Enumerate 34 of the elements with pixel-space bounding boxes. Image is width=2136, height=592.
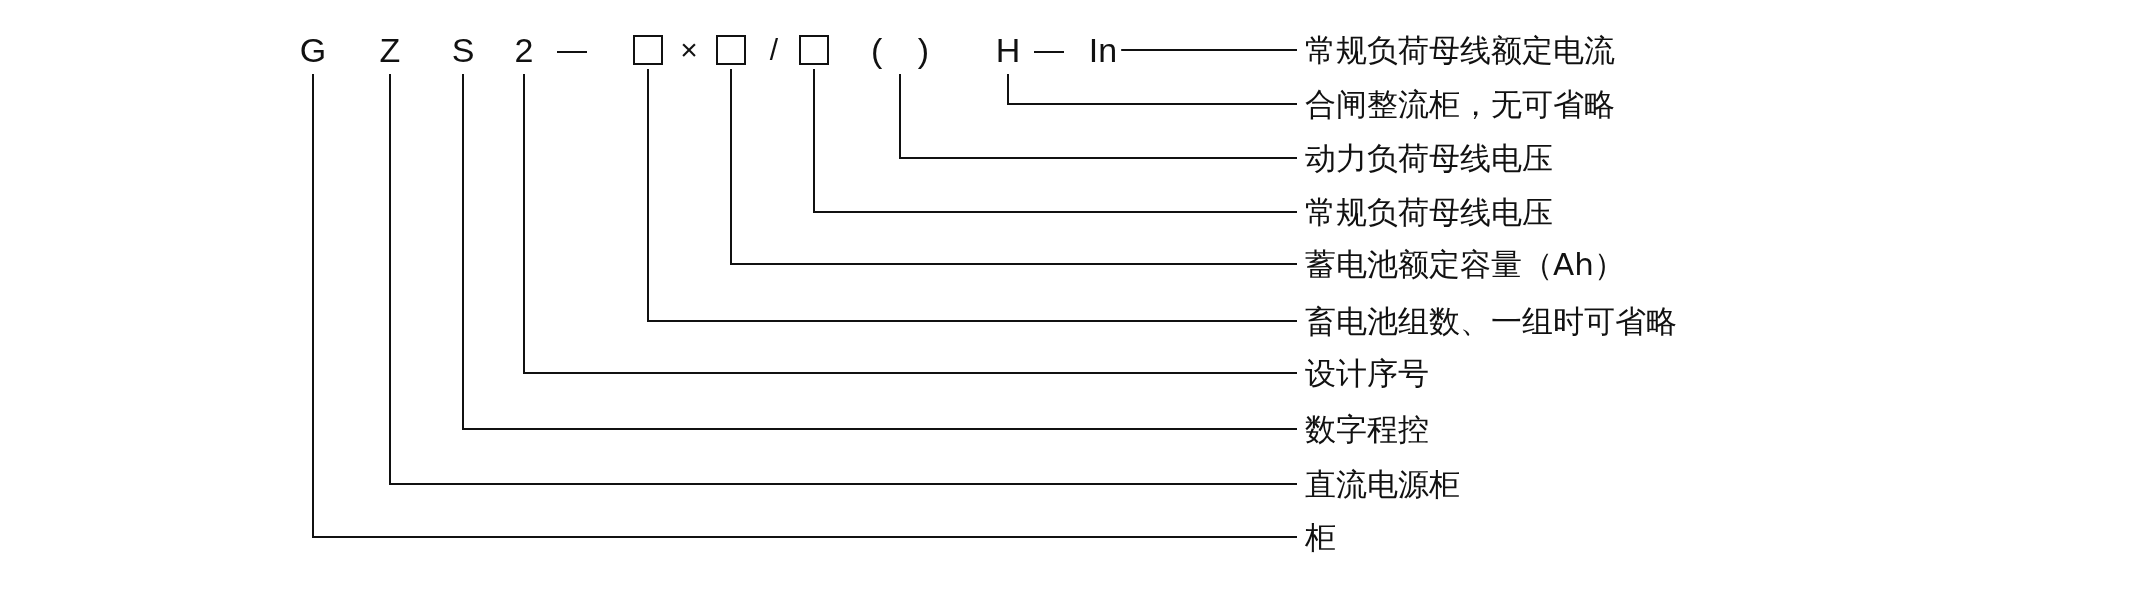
code-letter: S: [451, 30, 475, 70]
leader-line: [899, 73, 1298, 159]
code-symbol: —: [1034, 32, 1064, 68]
leader-line: [647, 68, 1298, 322]
leader-line: [730, 68, 1298, 265]
code-letter: Z: [379, 30, 401, 70]
leader-line: [1007, 73, 1298, 105]
blank-box: [633, 35, 663, 65]
explanation-text: 设计序号: [1305, 354, 1429, 392]
leader-line: [1120, 49, 1298, 51]
explanation-text: 合闸整流柜，无可省略: [1305, 85, 1615, 123]
code-symbol: —: [557, 32, 587, 68]
code-letter: H: [995, 30, 1021, 70]
explanation-text: 常规负荷母线额定电流: [1305, 31, 1615, 69]
leader-line: [523, 73, 1298, 374]
code-letter: 2: [514, 30, 534, 70]
explanation-text: 常规负荷母线电压: [1305, 193, 1553, 231]
blank-box: [799, 35, 829, 65]
explanation-text: 动力负荷母线电压: [1305, 139, 1553, 177]
explanation-text: 柜: [1305, 518, 1336, 556]
leader-line: [312, 73, 1298, 538]
blank-box: [716, 35, 746, 65]
code-letter: In: [1088, 30, 1118, 70]
explanation-text: 数字程控: [1305, 410, 1429, 448]
code-letter: ( ): [870, 30, 930, 70]
explanation-text: 蓄电池额定容量（Ah）: [1305, 245, 1625, 283]
leader-line: [389, 73, 1298, 485]
leader-line: [813, 68, 1298, 213]
code-letter: G: [299, 30, 327, 70]
leader-line: [462, 73, 1298, 430]
explanation-text: 直流电源柜: [1305, 465, 1460, 503]
code-symbol: /: [769, 32, 779, 68]
code-symbol: ×: [680, 32, 698, 68]
explanation-text: 畜电池组数、一组时可省略: [1305, 302, 1677, 340]
